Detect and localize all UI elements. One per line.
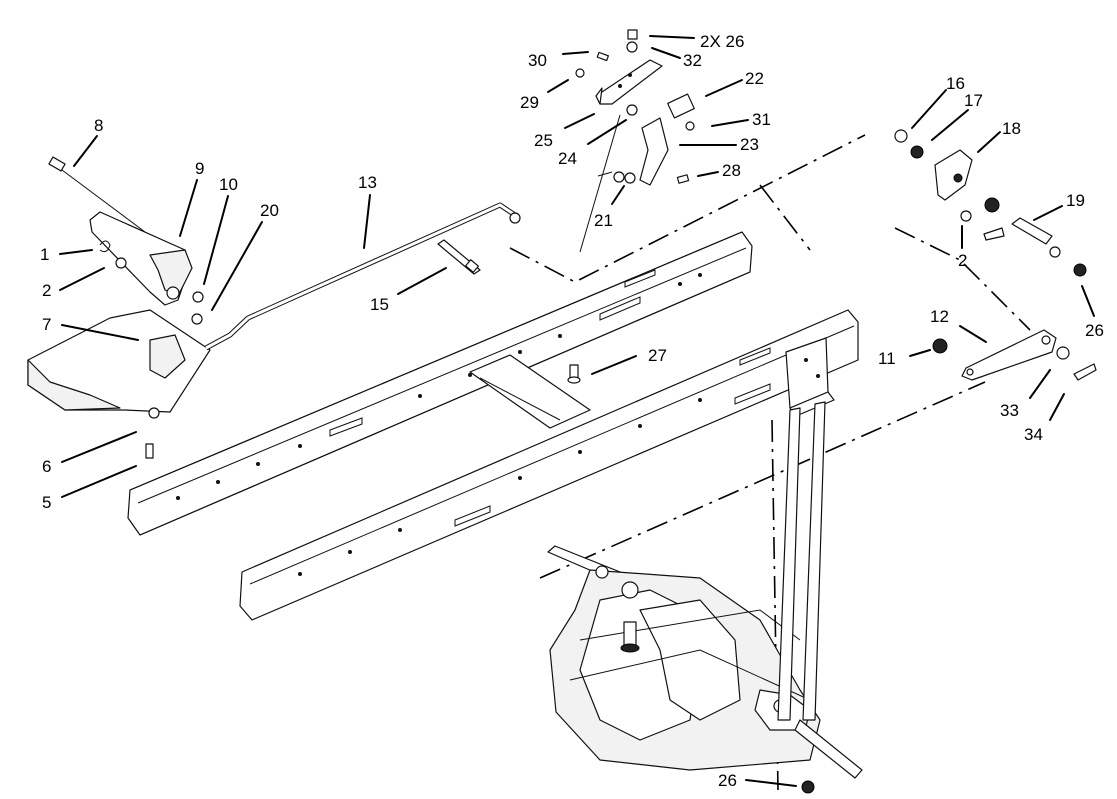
- callout-2: 2: [42, 281, 51, 300]
- link-arm-12: [932, 329, 1097, 381]
- brake-pedal-assembly: [48, 156, 204, 325]
- callout-18: 18: [1002, 119, 1021, 138]
- switch-bracket-assembly: [575, 29, 695, 186]
- callout-24: 24: [558, 149, 577, 168]
- callout-2-right: 2: [958, 251, 967, 270]
- bolt-27: [567, 364, 581, 384]
- callout-28: 28: [722, 161, 741, 180]
- callout-22: 22: [745, 69, 764, 88]
- callout-33: 33: [1000, 401, 1019, 420]
- callout-17: 17: [964, 91, 983, 110]
- callout-31: 31: [752, 110, 771, 129]
- callout-26-bottom: 26: [718, 771, 737, 790]
- callout-19: 19: [1066, 191, 1085, 210]
- nut-26-bottom: [801, 780, 815, 794]
- callout-6: 6: [42, 457, 51, 476]
- transaxle: [547, 545, 863, 779]
- frame-rail-rear: [127, 231, 753, 536]
- callout-11: 11: [878, 349, 896, 368]
- callout-13: 13: [358, 173, 377, 192]
- foot-pedal: [27, 309, 211, 459]
- callout-1: 1: [40, 245, 49, 264]
- callout-20: 20: [260, 201, 279, 220]
- callout-5: 5: [42, 493, 51, 512]
- frame-rail-front: [239, 309, 859, 621]
- callout-12: 12: [930, 307, 949, 326]
- callout-25: 25: [534, 131, 553, 150]
- callout-8: 8: [94, 116, 103, 135]
- callout-16: 16: [946, 74, 965, 93]
- leader-lines: [59, 35, 1095, 787]
- callout-7: 7: [42, 315, 51, 334]
- bolt-15: [437, 239, 481, 275]
- callout-labels: 8 9 10 20 13 1 2 7 6 5 15 30 2X 26 32 29…: [40, 32, 1104, 790]
- callout-23: 23: [740, 135, 759, 154]
- callout-27: 27: [648, 346, 667, 365]
- pivot-bracket-assembly: [894, 129, 1087, 277]
- callout-34: 34: [1024, 425, 1043, 444]
- brake-rod: [204, 202, 521, 351]
- callout-26-right: 26: [1085, 321, 1104, 340]
- callout-2x26: 2X 26: [700, 32, 744, 51]
- callout-30: 30: [528, 51, 547, 70]
- callout-29: 29: [520, 93, 539, 112]
- callout-15: 15: [370, 295, 389, 314]
- callout-10: 10: [219, 175, 238, 194]
- mount-bracket: [785, 337, 835, 417]
- frame-cross-member: [469, 354, 591, 429]
- callout-9: 9: [195, 159, 204, 178]
- callout-21: 21: [594, 211, 613, 230]
- shift-shaft: [777, 401, 826, 721]
- callout-32: 32: [683, 51, 702, 70]
